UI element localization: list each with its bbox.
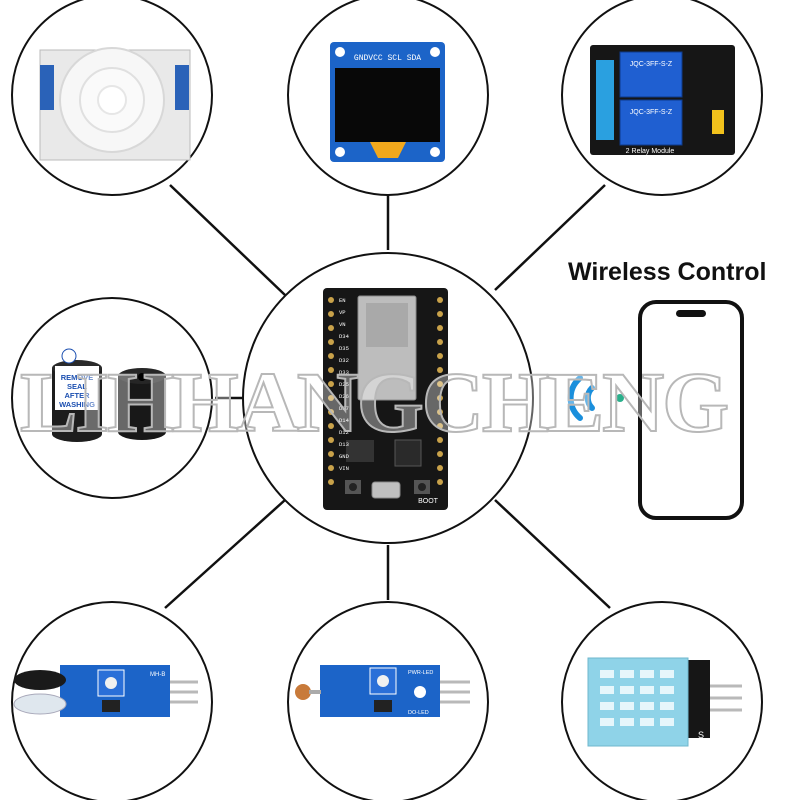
esp32-pin-label: VN <box>339 321 346 328</box>
light-sensor-label-bottom: DO-LED <box>408 710 429 716</box>
oled-display-image: GNDVCC SCL SDA <box>330 42 445 162</box>
ir-sensor-image: MH-B <box>13 665 198 717</box>
esp32-boot-label: BOOT <box>418 498 439 505</box>
esp32-pin-label: D27 <box>339 405 349 412</box>
ir-sensor-label: MH-B <box>150 672 165 678</box>
buzzer-sticker-line-3: AFTER <box>65 391 91 400</box>
esp32-pin-label: D34 <box>339 333 350 340</box>
smartphone-icon <box>638 300 744 520</box>
esp32-pin-label: VP <box>339 309 346 316</box>
pir-sensor-image <box>39 47 191 161</box>
esp32-pin-label: D25 <box>339 381 349 388</box>
connector-lines <box>164 184 611 609</box>
esp32-pin-label: D33 <box>339 369 349 376</box>
buzzer-sticker-line-2: SEAL <box>67 382 87 391</box>
oled-pin-label: GNDVCC SCL SDA <box>354 54 421 63</box>
wireless-control-heading: Wireless Control <box>568 258 767 286</box>
relay-text-2: JQC-3FF-S-Z <box>630 109 673 116</box>
wifi-signal-icon <box>567 375 595 421</box>
esp32-pin-label: D26 <box>339 393 349 400</box>
relay-module-image: JQC-3FF-S-Z JQC-3FF-S-Z 2 Relay Module <box>590 45 735 155</box>
esp32-pin-label: D12 <box>339 429 349 436</box>
buzzer-sticker-line-4: WASHING <box>59 400 95 409</box>
dht-sensor-image: S <box>587 657 742 747</box>
esp32-pin-label: GND <box>339 453 350 460</box>
dht-sensor-label: S <box>698 730 704 740</box>
light-sensor-label-top: PWR-LED <box>408 670 433 676</box>
relay-text-1: JQC-3FF-S-Z <box>630 61 673 68</box>
wifi-dot-icon <box>616 394 624 402</box>
esp32-pin-label: D32 <box>339 357 349 364</box>
buzzer-sticker-line-1: REMOVE <box>61 373 94 382</box>
relay-label: 2 Relay Module <box>626 148 675 155</box>
esp32-pin-label: VIN <box>339 465 349 472</box>
esp32-pin-label: D13 <box>339 441 349 448</box>
buzzer-image: REMOVE SEAL AFTER WASHING <box>52 348 166 442</box>
esp32-pin-label: D14 <box>339 417 350 424</box>
light-sensor-image: PWR-LED DO-LED <box>295 665 470 717</box>
esp32-pin-label: EN <box>339 297 346 304</box>
esp32-pin-label: D35 <box>339 345 349 352</box>
